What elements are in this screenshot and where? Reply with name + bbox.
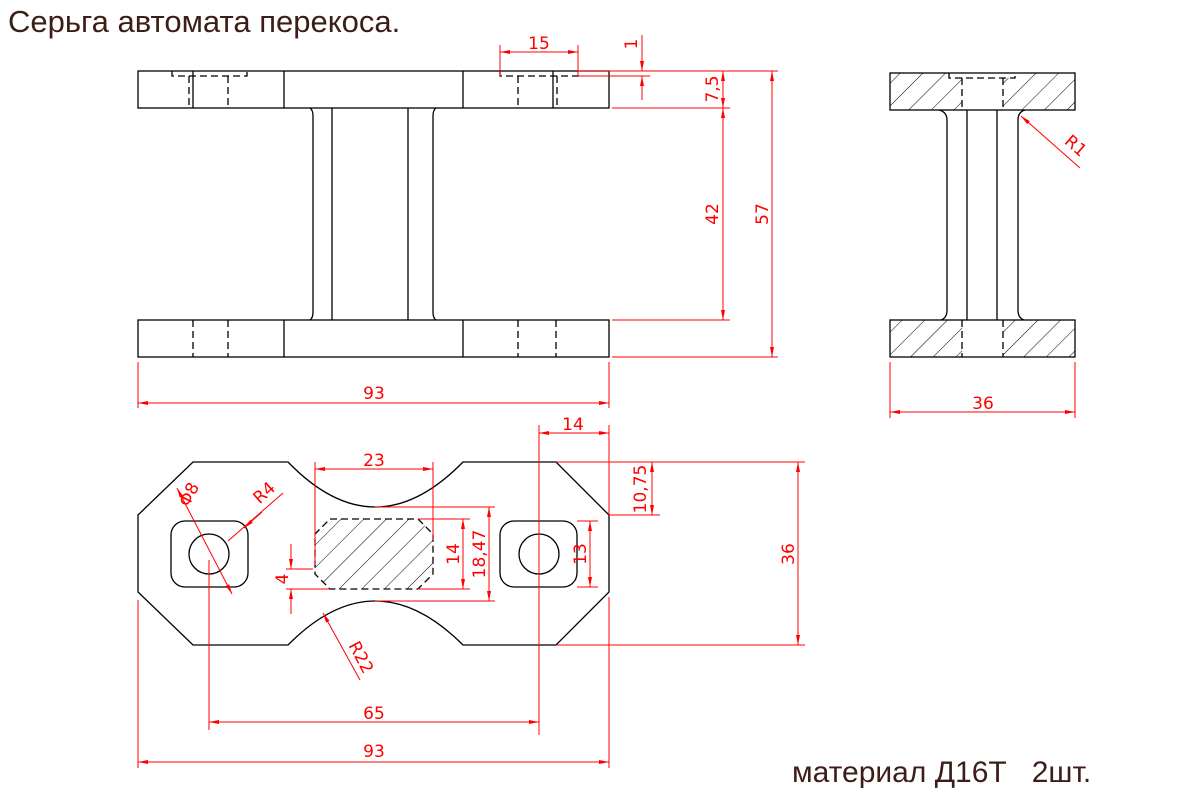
side-view: [889, 72, 1076, 358]
dim-fillet: R1: [1060, 131, 1090, 161]
dim-pocket: 13: [571, 543, 591, 565]
dim-offset: 4: [273, 574, 293, 585]
dim-column-height: 42: [703, 203, 723, 225]
dim-top-width: 36: [779, 543, 799, 565]
dim-corner-radius: R4: [250, 478, 280, 508]
dim-chamfer: 10,75: [631, 465, 651, 514]
material-note: материал Д16Т 2шт.: [792, 756, 1092, 789]
dim-counterbore-width: 15: [528, 34, 550, 54]
dim-notch-radius: R22: [344, 638, 377, 677]
dim-section-height: 14: [444, 543, 464, 565]
front-view: [137, 70, 610, 358]
dim-plate-thickness: 7,5: [703, 75, 723, 102]
dim-hole-spacing: 65: [363, 704, 385, 724]
dim-end-offset: 14: [562, 415, 584, 435]
dim-notch-width: 23: [363, 451, 385, 471]
side-view-dimensions: R1 36: [889, 115, 1090, 418]
dim-total-height: 57: [753, 203, 773, 225]
dim-top-length: 93: [363, 742, 385, 762]
dim-hole: Φ8: [175, 479, 204, 510]
dim-front-length: 93: [363, 384, 385, 404]
dim-side-width: 36: [972, 394, 994, 414]
drawing-title: Серьга автомата перекоса.: [8, 4, 401, 39]
dim-neck-width: 18,47: [470, 530, 490, 579]
front-view-dimensions: 15 1 7,5 42 57 93: [137, 34, 778, 408]
top-view-dimensions: 23 14 10,75 36 13 14 18,47 4 Φ8 R4 R22 6…: [137, 415, 805, 768]
dim-counterbore-depth: 1: [622, 39, 642, 50]
